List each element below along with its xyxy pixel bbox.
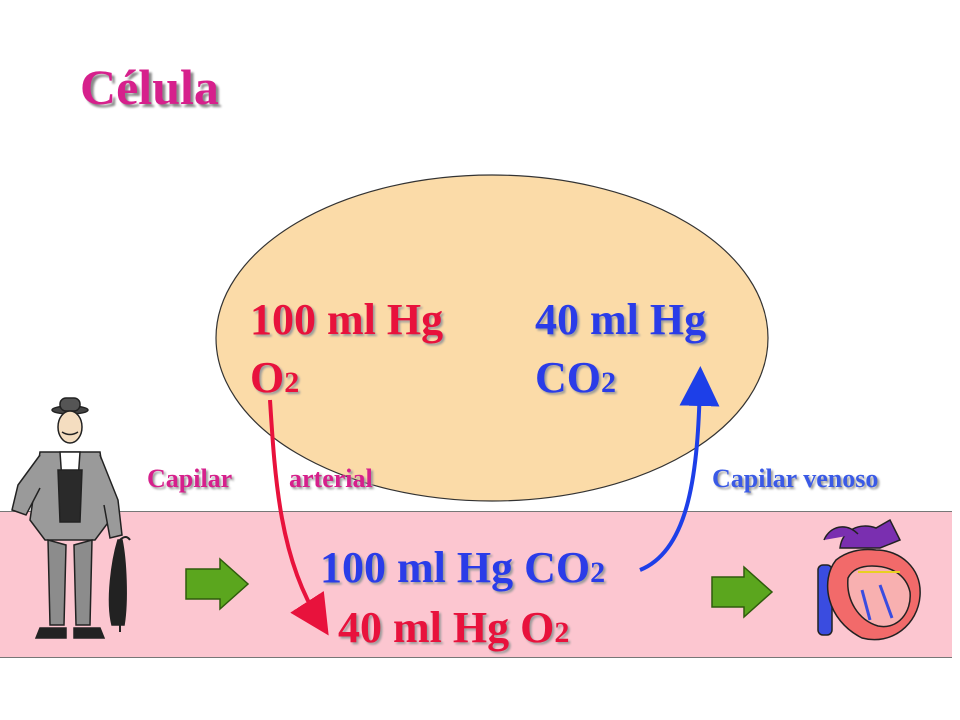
flow-arrow-icon [185, 557, 250, 611]
capillary-co2-value: 100 ml Hg CO2 [320, 546, 605, 590]
cell-o2-value: 100 ml Hg [250, 295, 444, 344]
cell-o2-label-text: O [250, 353, 285, 402]
capillary-co2-subscript: 2 [590, 556, 606, 589]
capillary-arterial-label-right: arterial [289, 464, 373, 493]
page-title: Célula [80, 59, 219, 115]
cell-co2-label: CO2 [535, 356, 616, 400]
co2-diffusion-arrow [639, 366, 720, 572]
o2-diffusion-arrow [268, 399, 329, 636]
cell-co2-label-text: CO [535, 353, 601, 402]
cell-ellipse [215, 174, 769, 502]
capillary-co2-text: 100 ml Hg CO [320, 543, 591, 592]
capillary-band [0, 511, 952, 658]
heart-icon [817, 518, 921, 641]
cell-co2-value: 40 ml Hg [535, 295, 707, 344]
capillary-o2-value: 40 ml Hg O2 [338, 606, 569, 650]
cell-o2-label: O2 [250, 356, 299, 400]
capillary-venous-label: Capilar venoso [712, 464, 879, 493]
capillary-arterial-label-left: Capilar [147, 464, 233, 493]
cell-co2-subscript: 2 [601, 366, 616, 399]
cell-o2-subscript: 2 [284, 366, 300, 399]
flow-arrow-icon [711, 565, 774, 619]
capillary-o2-subscript: 2 [554, 616, 570, 649]
capillary-o2-text: 40 ml Hg O [338, 603, 555, 652]
man-with-umbrella-icon [11, 397, 131, 639]
